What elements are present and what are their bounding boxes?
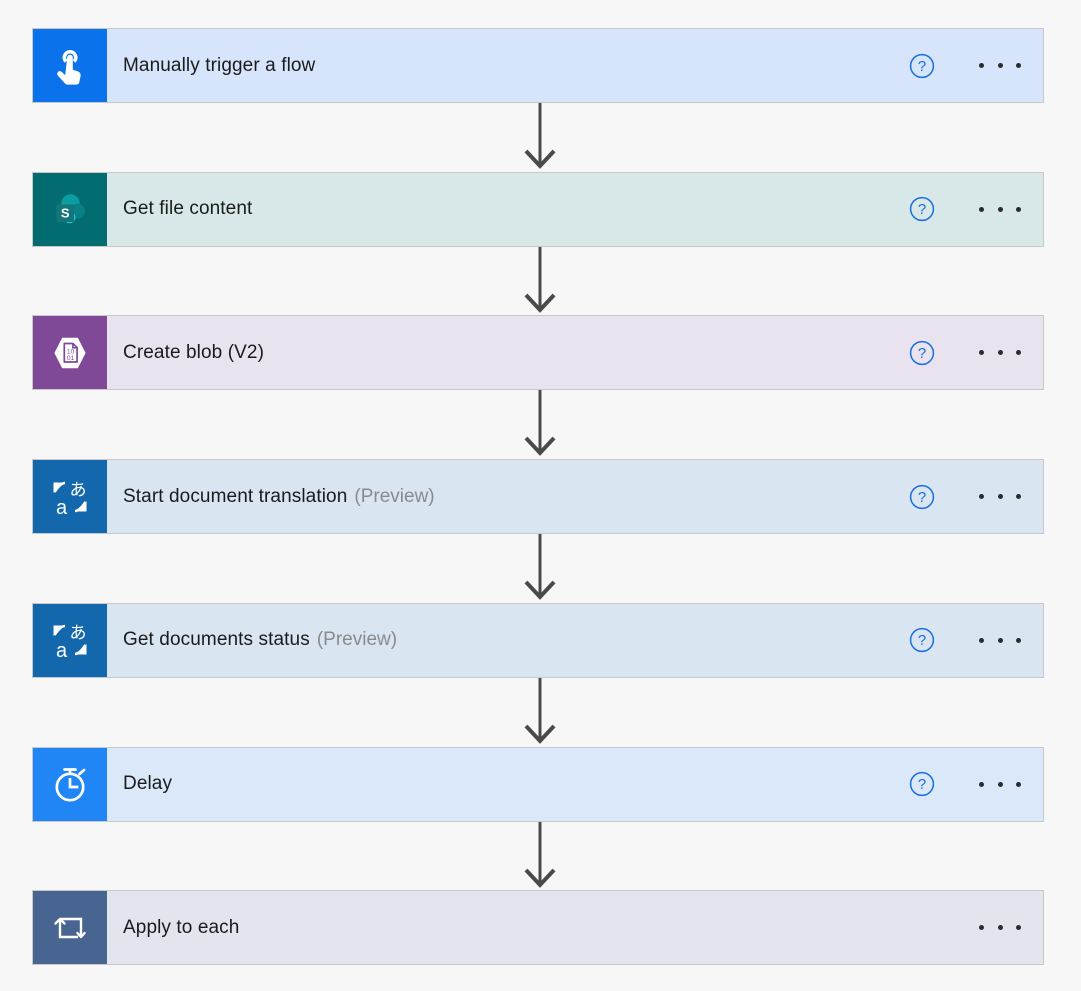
help-icon[interactable]: ? — [905, 623, 939, 657]
flow-step-title: Manually trigger a flow — [123, 54, 316, 76]
more-options-icon[interactable] — [977, 338, 1023, 368]
flow-step-preview-tag: (Preview) — [316, 629, 398, 651]
more-dot — [997, 206, 1003, 212]
flow-step-actions: ? — [905, 460, 1043, 533]
help-icon[interactable]: ? — [905, 192, 939, 226]
more-dot — [1016, 781, 1021, 787]
flow-step-actions: ? — [905, 748, 1043, 821]
flow-step-title: Create blob (V2) — [123, 341, 265, 363]
flow-step-body[interactable]: Delay — [107, 747, 905, 821]
more-dot — [979, 781, 984, 787]
flow-step-actions: ? — [905, 173, 1043, 246]
help-icon[interactable]: ? — [905, 336, 939, 370]
flow-step-card[interactable]: Delay? — [32, 746, 1044, 822]
more-options-icon[interactable] — [977, 194, 1023, 224]
svg-text:?: ? — [918, 776, 926, 793]
flow-step-card[interactable]: Apply to each? — [32, 890, 1044, 966]
flow-step-preview-tag: (Preview) — [354, 485, 435, 507]
more-dot — [1016, 350, 1021, 356]
more-dot — [997, 637, 1003, 643]
flow-step-actions: ? — [905, 29, 1043, 102]
connector-arrow-down — [503, 390, 577, 459]
flow-step-card[interactable]: S Get file content? — [32, 171, 1044, 247]
connector-arrow-down — [503, 103, 577, 172]
more-dot — [979, 494, 984, 500]
flow-step-title: Get file content — [123, 198, 253, 220]
flow-step-actions: ? — [905, 891, 1043, 964]
more-dot — [1016, 494, 1021, 500]
more-dot — [1016, 925, 1021, 931]
help-icon[interactable]: ? — [905, 480, 939, 514]
more-options-icon[interactable] — [977, 51, 1023, 81]
more-options-icon[interactable] — [977, 625, 1023, 655]
help-icon[interactable]: ? — [905, 767, 939, 801]
more-options-icon[interactable] — [977, 769, 1023, 799]
sharepoint-icon: S — [33, 172, 107, 246]
flow-step-title: Get documents status — [123, 629, 310, 651]
more-dot — [1016, 637, 1021, 643]
svg-text:?: ? — [918, 58, 926, 75]
connector-arrow-down — [503, 821, 577, 891]
connector-arrow-down — [503, 246, 577, 316]
svg-text:a: a — [56, 497, 68, 519]
more-dot — [979, 925, 984, 931]
flow-step-body[interactable]: Manually trigger a flow — [107, 29, 905, 102]
svg-text:?: ? — [918, 345, 926, 362]
svg-text:あ: あ — [70, 624, 87, 644]
flow-step-actions: ? — [905, 604, 1043, 677]
stopwatch-icon — [33, 747, 107, 821]
more-dot — [1016, 206, 1021, 212]
flow-step-body[interactable]: Get documents status (Preview) — [107, 603, 905, 677]
more-dot — [997, 781, 1003, 787]
loop-repeat-icon — [33, 891, 107, 965]
flow-step-card[interactable]: Manually trigger a flow? — [32, 28, 1044, 103]
flow-step-body[interactable]: Get file content — [107, 172, 905, 246]
flow-step-title: Delay — [123, 773, 173, 794]
flow-step-body[interactable]: Start document translation (Preview) — [107, 460, 905, 534]
more-dot — [997, 350, 1003, 356]
manual-trigger-icon — [33, 29, 107, 102]
connector-arrow-down — [503, 677, 577, 747]
more-dot — [979, 63, 984, 68]
more-dot — [979, 637, 984, 643]
svg-text:?: ? — [918, 201, 926, 218]
more-dot — [1016, 63, 1021, 68]
svg-text:S: S — [61, 206, 70, 221]
connector-arrow-down — [503, 534, 577, 603]
flow-step-actions: ? — [905, 316, 1043, 389]
svg-text:あ: あ — [70, 480, 87, 500]
help-icon[interactable]: ? — [905, 49, 939, 83]
svg-text:?: ? — [918, 489, 926, 506]
more-dot — [979, 350, 984, 356]
svg-text:?: ? — [918, 632, 926, 649]
flow-step-title: Apply to each — [123, 916, 240, 938]
more-dot — [997, 494, 1003, 500]
more-dot — [997, 63, 1003, 68]
more-options-icon[interactable] — [977, 913, 1023, 943]
more-dot — [997, 925, 1003, 931]
flow-step-body[interactable]: Create blob (V2) — [107, 316, 905, 390]
flow-step-title: Start document translation — [123, 485, 348, 507]
flow-step-body[interactable]: Apply to each — [107, 891, 905, 965]
svg-text:01: 01 — [67, 355, 75, 362]
svg-text:10: 10 — [67, 348, 75, 355]
svg-text:a: a — [56, 640, 68, 662]
more-options-icon[interactable] — [977, 482, 1023, 512]
more-dot — [979, 206, 984, 212]
